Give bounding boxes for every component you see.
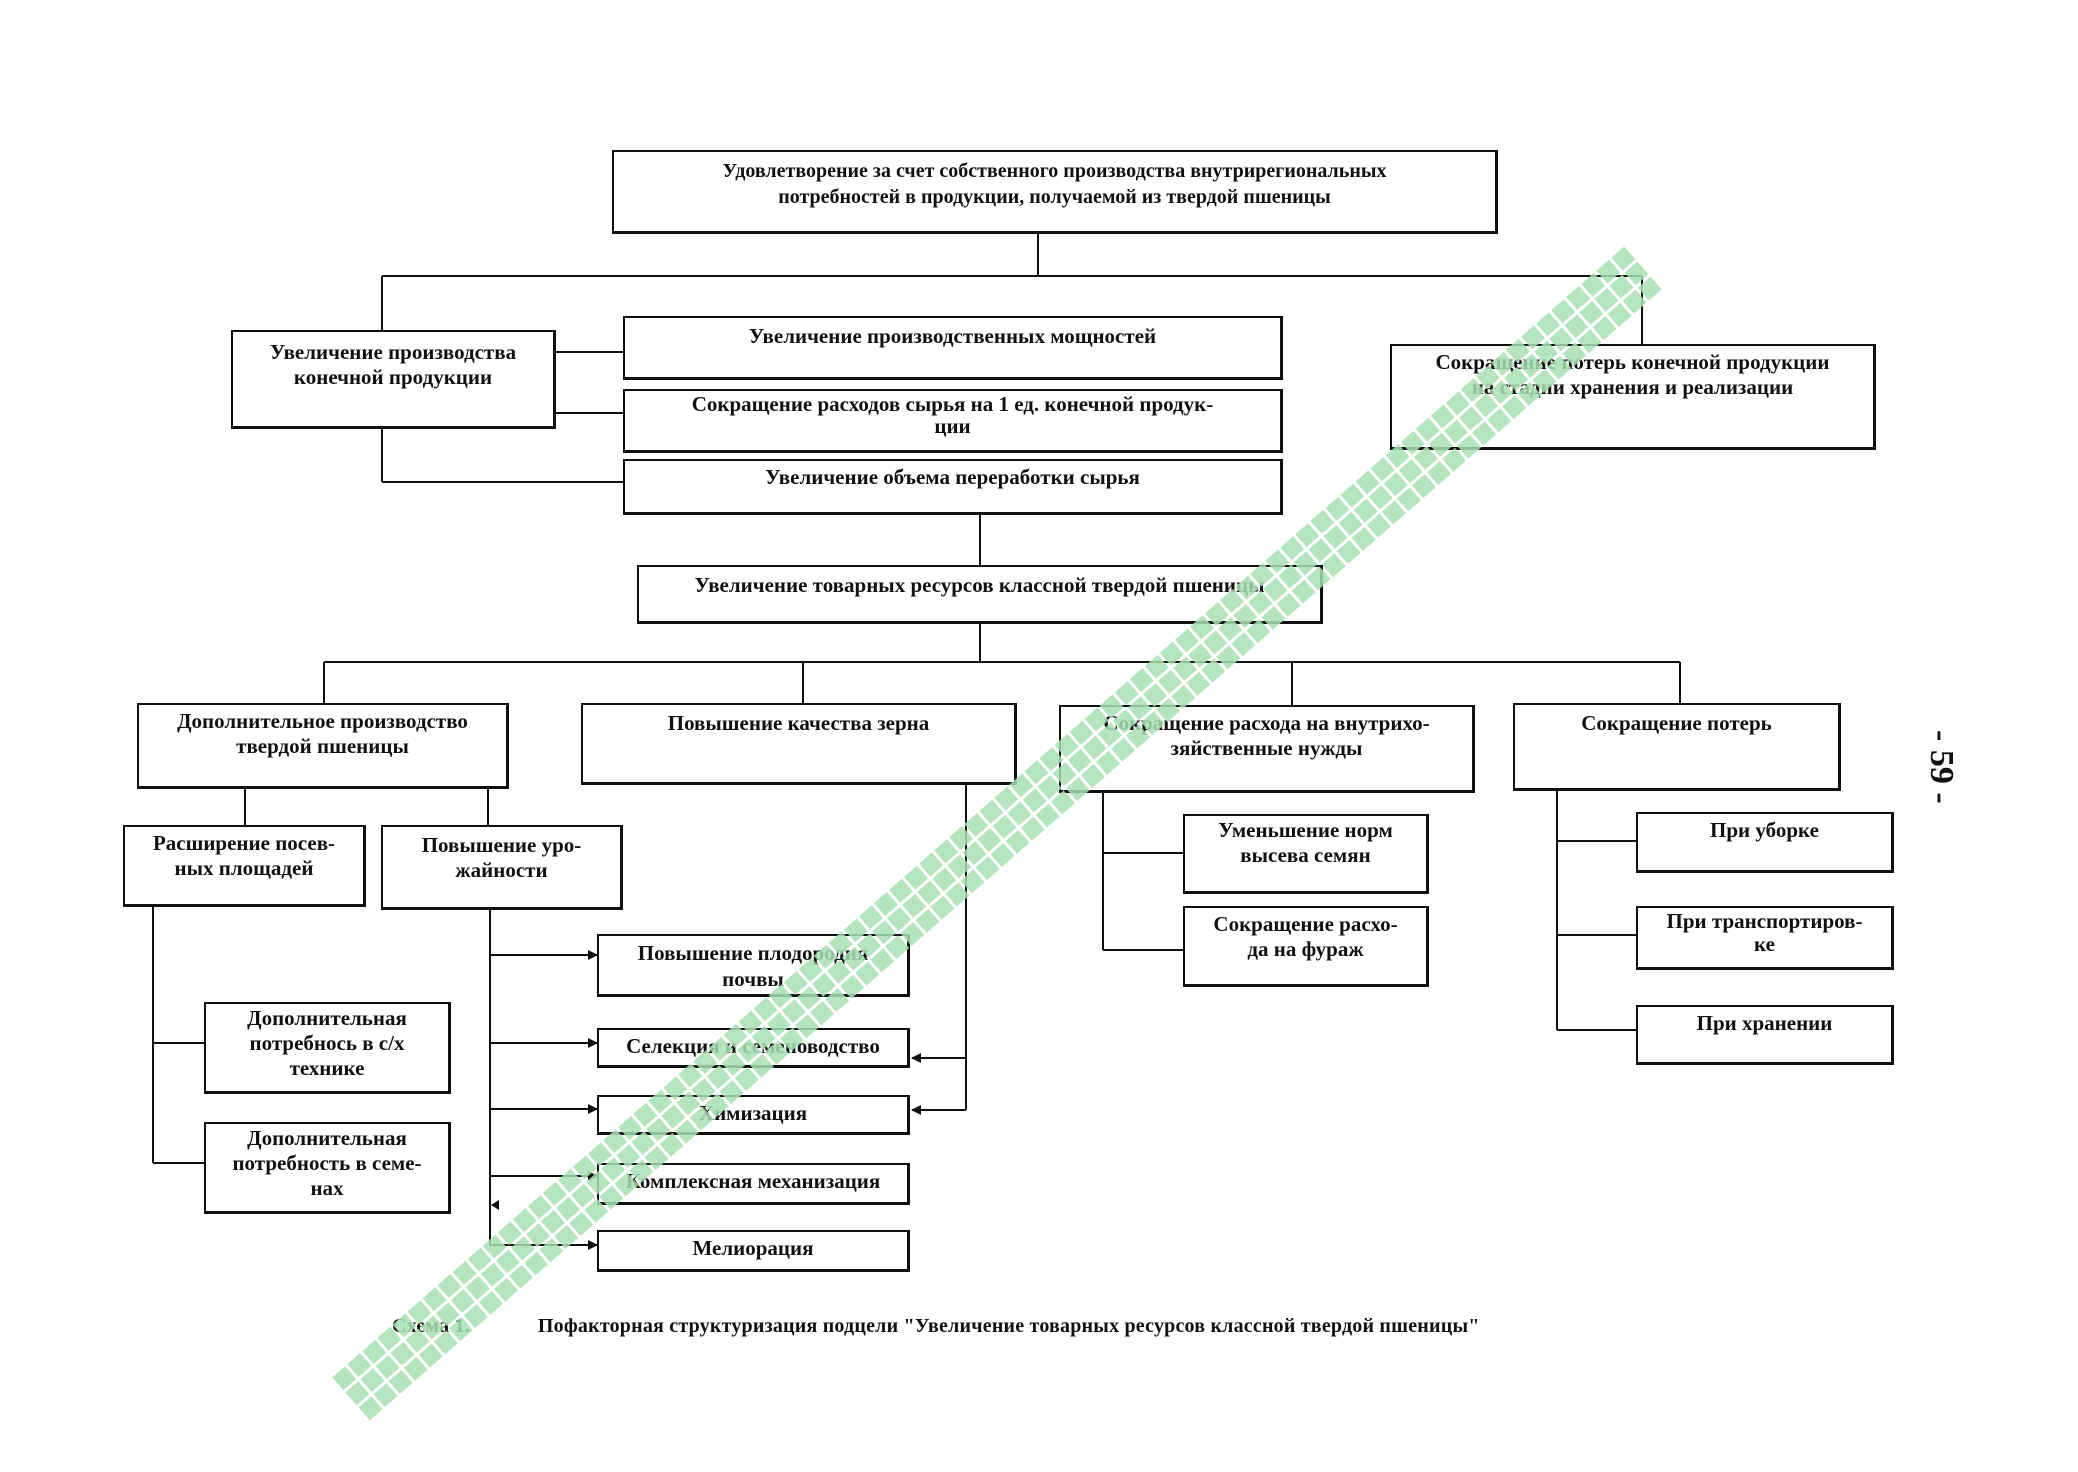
increase-capacity-box: Увеличение производственных мощностей <box>623 316 1283 380</box>
at-storage-box: При хранении <box>1636 1005 1894 1065</box>
mechanization-text: Комплексная механизация <box>625 1169 881 1193</box>
caption-label: Схема 1. <box>392 1315 470 1337</box>
reduce-losses-box: Сокращение потерь <box>1513 703 1841 791</box>
at-harvest-text: При уборке <box>1710 818 1819 842</box>
reduce-raw-consumption-text: Сокращение расходов сырья на 1 ед. конеч… <box>691 392 1214 438</box>
page-number: - 59 - <box>1923 730 1960 804</box>
grain-quality-text: Повышение качества зерна <box>667 711 930 735</box>
chemicalization-text: Химизация <box>698 1101 808 1125</box>
increase-processing-text: Увеличение объема переработки сырья <box>765 465 1140 489</box>
at-harvest-box: При уборке <box>1636 812 1894 873</box>
increase-yield-box: Повышение уро- жайности <box>381 825 623 910</box>
additional-production-text: Дополнительное производство твердой пшен… <box>177 709 468 758</box>
melioration-box: Мелиорация <box>597 1230 910 1272</box>
reduce-internal-use-box: Сокращение расхода на внутрихо- зяйствен… <box>1059 705 1475 793</box>
chemicalization-box: Химизация <box>597 1095 910 1135</box>
extra-seeds-text: Дополнительная потребность в семе- нах <box>232 1126 422 1200</box>
soil-fertility-text: Повышение плодородия почвы <box>637 941 869 991</box>
reduce-raw-consumption-box: Сокращение расходов сырья на 1 ед. конеч… <box>623 389 1283 453</box>
extra-seeds-box: Дополнительная потребность в семе- нах <box>204 1122 451 1214</box>
reduce-final-losses-box: Сокращение потерь конечной продукции на … <box>1390 344 1876 450</box>
increase-production-text: Увеличение производства конечной продукц… <box>269 340 517 389</box>
expand-area-text: Расширение посев- ных площадей <box>152 831 336 880</box>
extra-machinery-text: Дополнительная потребнось в с/х технике <box>247 1006 407 1080</box>
increase-capacity-text: Увеличение производственных мощностей <box>748 324 1157 348</box>
reduce-final-losses-text: Сокращение потерь конечной продукции на … <box>1435 350 1830 399</box>
increase-production-box: Увеличение производства конечной продукц… <box>231 330 556 429</box>
grain-quality-box: Повышение качества зерна <box>581 703 1017 785</box>
increase-processing-box: Увеличение объема переработки сырья <box>623 459 1283 515</box>
reduce-feed-use-text: Сокращение расхо- да на фураж <box>1213 912 1398 961</box>
reduce-internal-use-text: Сокращение расхода на внутрихо- зяйствен… <box>1103 711 1430 760</box>
melioration-text: Мелиорация <box>692 1236 814 1260</box>
increase-resources-box: Увеличение товарных ресурсов классной тв… <box>637 565 1323 624</box>
soil-fertility-box: Повышение плодородия почвы <box>597 934 910 997</box>
mechanization-box: Комплексная механизация <box>597 1163 910 1205</box>
at-storage-text: При хранении <box>1696 1011 1833 1035</box>
increase-yield-text: Повышение уро- жайности <box>421 833 582 882</box>
selection-box: Селекция и семеноводство <box>597 1028 910 1068</box>
additional-production-box: Дополнительное производство твердой пшен… <box>137 703 509 789</box>
at-transport-text: При транспортиров- ке <box>1666 909 1863 956</box>
root-goal-text: Удовлетворение за счет собственного прои… <box>722 160 1387 208</box>
reduce-feed-use-box: Сокращение расхо- да на фураж <box>1183 906 1429 987</box>
expand-area-box: Расширение посев- ных площадей <box>123 825 366 907</box>
reduce-losses-text: Сокращение потерь <box>1581 711 1772 735</box>
figure-caption: Схема 1. Пофакторная структуризация подце… <box>392 1315 1480 1338</box>
caption-text: Пофакторная структуризация подцели "Увел… <box>537 1315 1480 1337</box>
root-goal-box: Удовлетворение за счет собственного прои… <box>612 150 1498 234</box>
increase-resources-text: Увеличение товарных ресурсов классной тв… <box>694 573 1265 597</box>
reduce-seeding-rate-box: Уменьшение норм высева семян <box>1183 814 1429 894</box>
extra-machinery-box: Дополнительная потребнось в с/х технике <box>204 1002 451 1094</box>
reduce-seeding-rate-text: Уменьшение норм высева семян <box>1218 818 1393 867</box>
at-transport-box: При транспортиров- ке <box>1636 906 1894 970</box>
selection-text: Селекция и семеноводство <box>626 1034 880 1058</box>
